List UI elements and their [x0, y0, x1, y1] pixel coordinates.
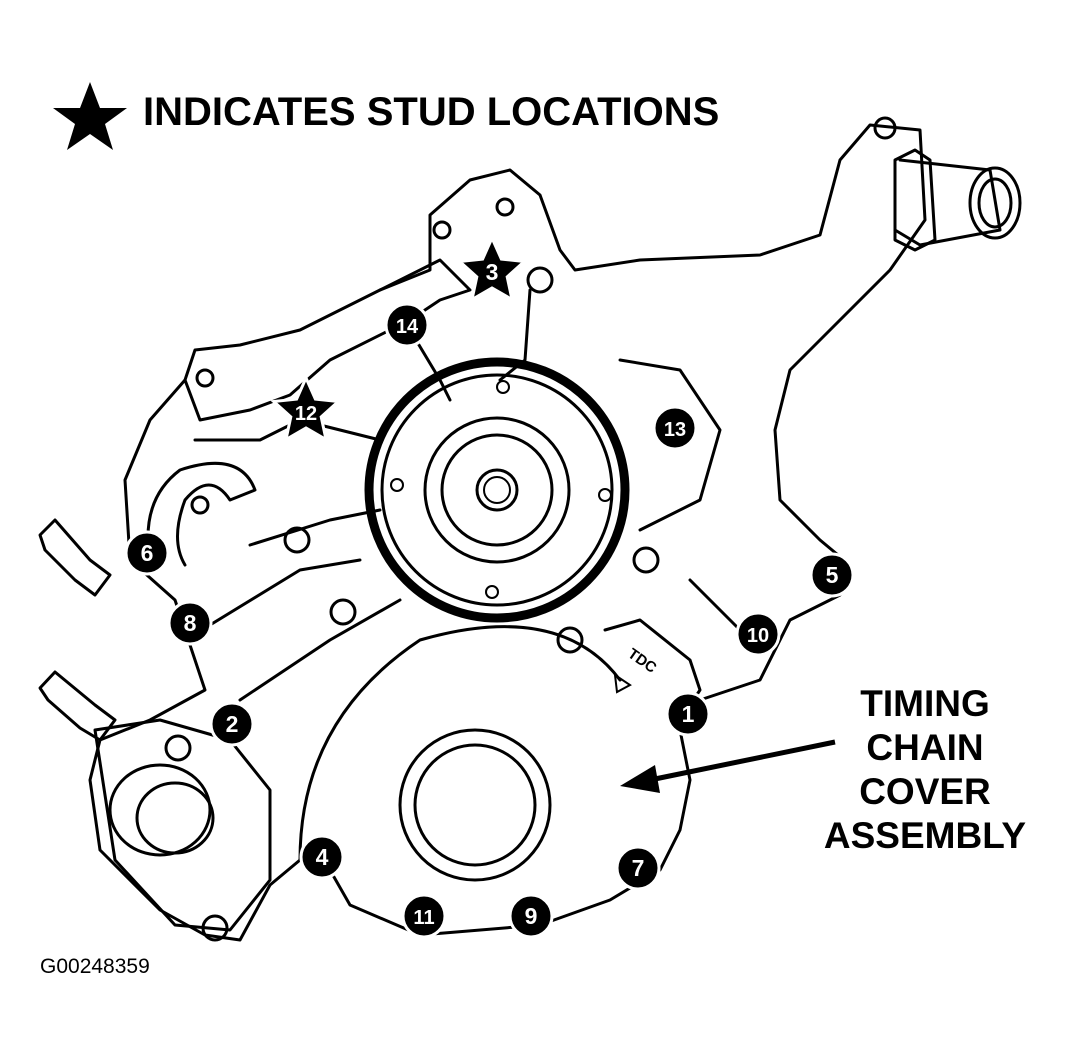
outlet-pipe [893, 158, 1002, 247]
outlet-pipe-bore [977, 177, 1013, 229]
callout-line-2: CHAIN [866, 727, 984, 768]
tdc-triangle-icon [613, 672, 632, 694]
callout-line-4: ASSEMBLY [823, 815, 1027, 856]
bolt-circle-icon [209, 701, 255, 747]
bolt-number-label: 9 [525, 903, 538, 929]
bolt-circle-icon [652, 405, 698, 451]
bolt-number-label: 2 [226, 711, 239, 737]
legend-text: INDICATES STUD LOCATIONS [143, 90, 720, 134]
crank-bulge [298, 625, 622, 862]
boss-5 [632, 546, 660, 574]
rib-left-lower [208, 558, 362, 627]
callout-arrow [620, 739, 836, 793]
heater-nipple-lower [38, 670, 117, 742]
outlet-nut [893, 148, 937, 252]
inlet-pipe-bore [135, 781, 215, 855]
crank-seal-outer [398, 728, 552, 882]
bolt-marker-10: 10 [735, 611, 781, 657]
bolt-marker-7: 7 [615, 845, 661, 891]
water-pump-pulley [364, 357, 630, 623]
bolt-number-label: 13 [664, 419, 686, 441]
heater-nipple-upper [38, 518, 112, 597]
timing-chain-cover-callout: TIMING CHAIN COVER ASSEMBLY [800, 682, 1050, 858]
flange-hole-3 [495, 197, 515, 217]
cover-outline [88, 123, 927, 942]
figure-id: G00248359 [40, 955, 150, 978]
bolt-number-label: 6 [141, 540, 154, 566]
bolt-circle-icon [735, 611, 781, 657]
callout-line-3: COVER [859, 771, 991, 812]
bolt-circle-icon [401, 893, 447, 939]
bolt-number-label: 10 [747, 625, 769, 647]
bolt-circle-icon [508, 893, 554, 939]
boss-1 [526, 266, 554, 294]
bolt-marker-1: 1 [665, 691, 711, 737]
stud-star-icon [456, 234, 528, 303]
boss-6 [164, 734, 192, 762]
outlet-bolt-hole [873, 116, 897, 140]
rib-lower [238, 598, 402, 702]
bolt-number-label: 5 [826, 562, 839, 588]
bolt-number-label: 4 [316, 844, 329, 870]
callout-line-1: TIMING [860, 683, 990, 724]
star-icon [53, 82, 127, 150]
bolt-number-label: 1 [682, 701, 695, 727]
bolt-circle-icon [384, 302, 430, 348]
bolt-circle-icon [124, 530, 170, 576]
bolt-marker-12: 12 [270, 374, 342, 443]
bolt-circle-icon [615, 845, 661, 891]
rib-right-upper [618, 358, 722, 532]
bolt-number-label: 3 [486, 259, 499, 285]
bolt-marker-13: 13 [652, 405, 698, 451]
stud-star-icon [270, 374, 342, 443]
rib-left [248, 508, 382, 547]
rib-upper-left [193, 418, 382, 442]
bolt-marker-11: 11 [401, 893, 447, 939]
bolt-marker-14: 14 [384, 302, 430, 348]
bolt-marker-4: 4 [299, 834, 345, 880]
tdc-label: TDC [625, 645, 660, 677]
boss-2 [283, 526, 311, 554]
bolt-marker-9: 9 [508, 893, 554, 939]
tdc-mark: TDC [625, 645, 660, 677]
bolt-circle-icon [299, 834, 345, 880]
flange-hole-1 [195, 368, 215, 388]
bolt-number-label: 12 [295, 403, 317, 425]
left-bore-hole [190, 495, 210, 515]
bolt-marker-6: 6 [124, 530, 170, 576]
bolt-number-label: 8 [184, 610, 197, 636]
bolt-marker-2: 2 [209, 701, 255, 747]
bolt-circle-icon [665, 691, 711, 737]
crank-seal-inner [413, 743, 537, 867]
outlet-pipe-end [968, 166, 1022, 240]
bolt-number-label: 14 [396, 316, 419, 338]
bolt-number-label: 7 [632, 855, 645, 881]
bolt-marker-8: 8 [167, 600, 213, 646]
bolt-circle-icon [809, 552, 855, 598]
left-bore [146, 461, 257, 567]
bolt-marker-5: 5 [809, 552, 855, 598]
flange-hole-2 [432, 220, 452, 240]
rib-top [498, 288, 532, 382]
bolt-circle-icon [167, 600, 213, 646]
inlet-pipe [108, 763, 212, 857]
boss-4 [556, 626, 584, 654]
bolt-number-label: 11 [413, 907, 434, 929]
inlet-housing [93, 718, 272, 932]
upper-flange [183, 258, 472, 422]
boss-7 [201, 914, 229, 942]
bolt-marker-3: 3 [456, 234, 528, 303]
boss-3 [329, 598, 357, 626]
